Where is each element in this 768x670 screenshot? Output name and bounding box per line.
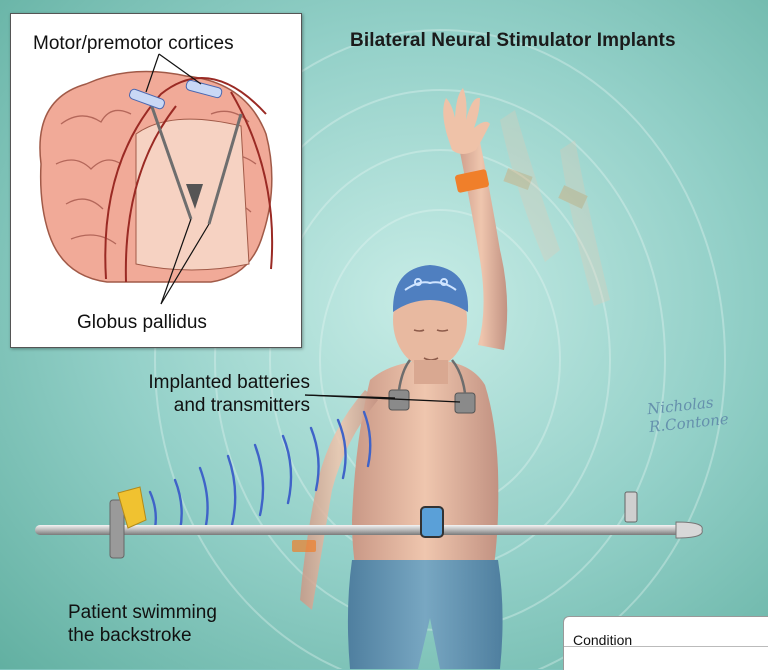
- brain-inset: Motor/premotor cortices Globus pallidus: [10, 13, 302, 348]
- implant-leads: [397, 359, 467, 394]
- swim-cap: [392, 265, 469, 312]
- cortex-electrode-left: [129, 88, 165, 110]
- condition-header: Condition: [564, 617, 768, 648]
- callout-lines: [304, 394, 461, 403]
- signal-waves: [148, 410, 372, 532]
- electrode-leads: [149, 103, 243, 225]
- rail-bracket-right: [624, 491, 638, 523]
- brain-illustration: [39, 53, 274, 305]
- cortex-electrode-right: [185, 79, 223, 99]
- label-swimming-line2: the backstroke: [68, 625, 192, 646]
- ankle-band: [292, 540, 316, 552]
- label-patient-swimming: Patient swimming the backstroke: [68, 601, 268, 647]
- label-globus-pallidus: Globus pallidus: [77, 312, 207, 333]
- inset-leader-lines: [145, 53, 210, 305]
- condition-panel[interactable]: Condition: [563, 616, 768, 670]
- label-motor-premotor-cortices: Motor/premotor cortices: [33, 33, 234, 54]
- main-title: Bilateral Neural Stimulator Implants: [350, 30, 676, 51]
- label-batteries-line2: and transmitters: [173, 395, 310, 416]
- hand: [443, 88, 490, 154]
- rail-bracket-left: [109, 499, 125, 559]
- torso: [352, 360, 499, 590]
- motion-trail: [500, 110, 610, 306]
- ventricles: [186, 184, 203, 209]
- cap-electrodes: [404, 278, 457, 291]
- neck: [414, 360, 448, 384]
- transmitter-pad: [117, 486, 147, 529]
- label-implanted-batteries: Implanted batteries and transmitters: [100, 371, 310, 417]
- rail-end-cap: [675, 521, 703, 539]
- wristband: [455, 169, 489, 193]
- lower-arm: [300, 390, 378, 610]
- label-swimming-line1: Patient swimming: [68, 602, 217, 623]
- rail-device: [420, 506, 444, 538]
- pool-rail: [35, 525, 695, 535]
- implant-right: [454, 392, 476, 414]
- swim-shorts: [347, 560, 503, 669]
- label-batteries-line1: Implanted batteries: [148, 372, 310, 393]
